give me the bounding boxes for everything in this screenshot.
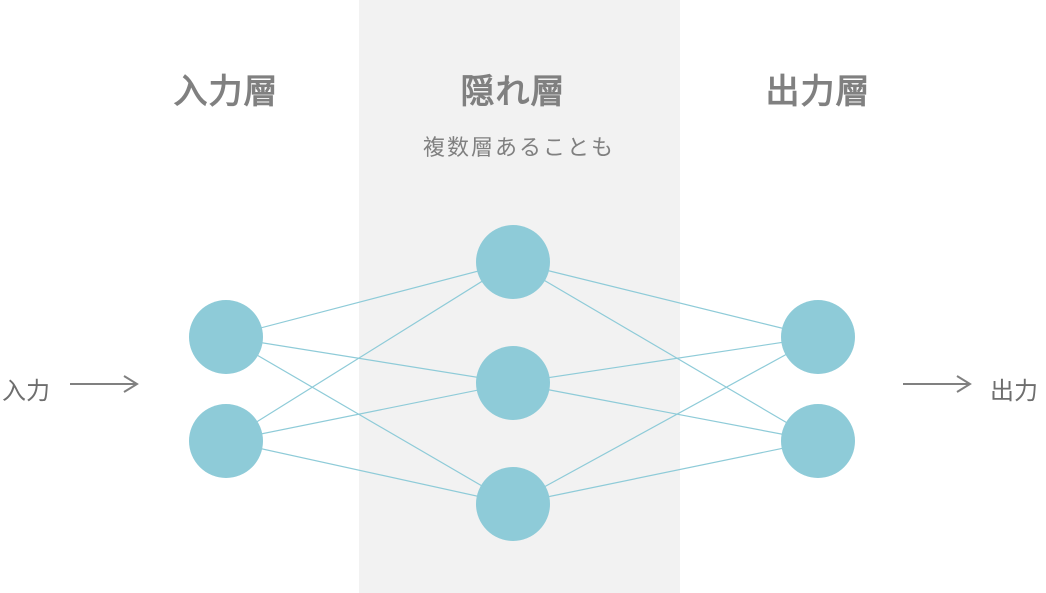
input-arrow-head <box>123 375 139 393</box>
input-hidden-edge-2-3 <box>225 440 514 505</box>
output-layer-title: 出力層 <box>765 72 871 112</box>
output-node-2 <box>781 404 855 478</box>
input-layer-title: 入力層 <box>173 72 279 112</box>
hidden-output-edge-1-1 <box>512 261 819 338</box>
hidden-output-edge-1-2 <box>512 261 819 442</box>
input-hidden-edge-2-2 <box>225 382 514 442</box>
input-hidden-edge-1-2 <box>225 336 514 384</box>
output-node-1 <box>781 300 855 374</box>
input-label: 入力 <box>2 377 50 405</box>
input-node-2 <box>189 404 263 478</box>
input-hidden-edge-1-3 <box>225 336 514 505</box>
edges <box>225 261 819 505</box>
input-node-1 <box>189 300 263 374</box>
io-arrows <box>70 375 972 393</box>
hidden-node-2 <box>476 346 550 420</box>
hidden-output-edge-2-2 <box>512 382 819 442</box>
input-hidden-edge-1-1 <box>225 261 514 338</box>
hidden-node-1 <box>476 225 550 299</box>
output-arrow-head <box>956 375 972 393</box>
input-hidden-edge-2-1 <box>225 261 514 442</box>
hidden-output-edge-2-1 <box>512 336 819 384</box>
output-label: 出力 <box>990 377 1038 405</box>
hidden-node-3 <box>476 467 550 541</box>
hidden-layer-note: 複数層あることも <box>422 136 616 161</box>
nodes <box>189 225 855 541</box>
hidden-output-edge-3-2 <box>512 440 819 505</box>
hidden-layer-title: 隠れ層 <box>460 72 566 112</box>
hidden-output-edge-3-1 <box>512 336 819 505</box>
